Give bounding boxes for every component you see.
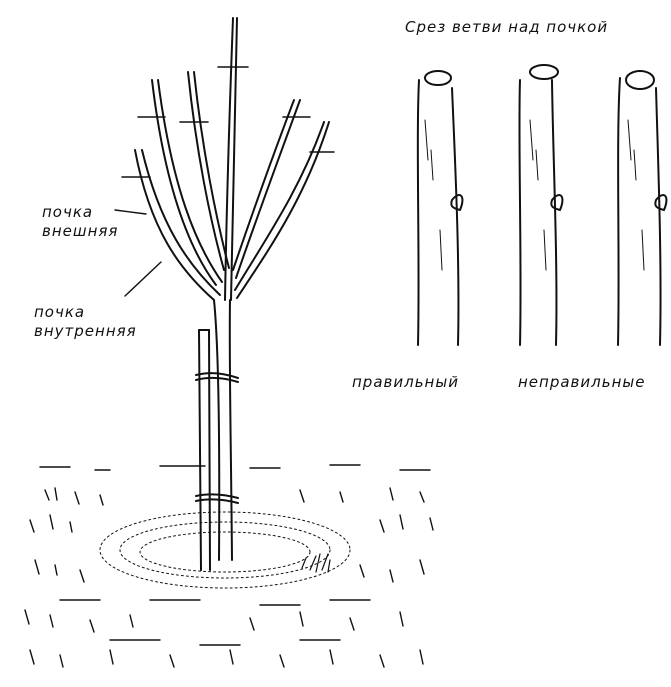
trunk — [196, 300, 238, 560]
label-bud-outer-line1: почка — [42, 203, 118, 222]
label-correct: правильный — [352, 373, 459, 391]
label-bud-inner-line2: внутренняя — [34, 322, 137, 341]
title-cut-above-bud: Срез ветви над почкой — [405, 18, 608, 36]
cut-example-incorrect-2 — [618, 71, 666, 345]
weed-clump — [302, 554, 330, 572]
label-bud-inner-line1: почка — [34, 303, 137, 322]
support-stake — [199, 330, 210, 570]
label-bud-inner: почка внутренняя — [34, 303, 137, 341]
cut-example-incorrect-1 — [519, 65, 562, 345]
crown-branches — [135, 18, 329, 300]
cut-example-correct — [418, 71, 463, 345]
label-incorrect: неправильные — [518, 373, 645, 391]
label-bud-outer: почка внешняя — [42, 203, 118, 241]
pointer-lines — [115, 210, 161, 296]
mulch-ring — [100, 512, 350, 588]
label-bud-outer-line2: внешняя — [42, 222, 118, 241]
